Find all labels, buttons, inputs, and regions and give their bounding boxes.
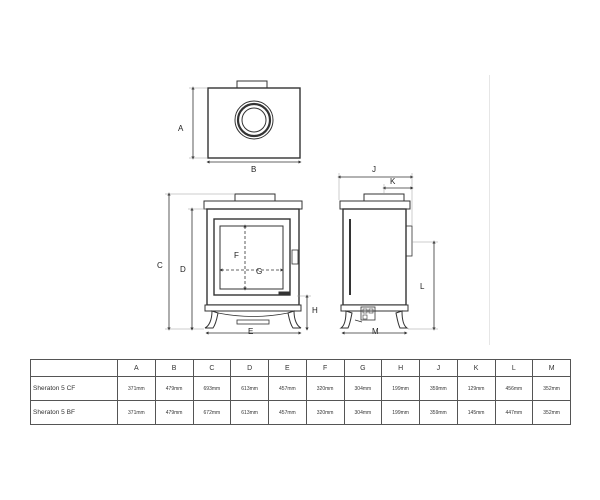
table-cell: 145mm (456, 400, 496, 425)
header-h: H (381, 359, 420, 377)
table-cell: 359mm (419, 400, 458, 425)
table-cell: 613mm (230, 400, 269, 425)
front-view (203, 193, 303, 329)
header-b: B (154, 359, 194, 377)
table-cell: 304mm (343, 376, 383, 401)
header-l: L (494, 359, 534, 377)
header-k: K (456, 359, 496, 377)
table-cell: 359mm (419, 376, 458, 401)
label-g: G (256, 267, 262, 276)
header-g: G (343, 359, 383, 377)
table-cell: 479mm (154, 400, 194, 425)
label-e: E (248, 327, 253, 336)
header-model (30, 359, 118, 377)
table-cell: 613mm (230, 376, 269, 401)
label-k: K (390, 177, 396, 186)
model-name: Sheraton 5 CF (30, 376, 118, 401)
table-cell: 129mm (456, 376, 496, 401)
table-cell: 457mm (268, 400, 307, 425)
dimension-l (408, 240, 438, 331)
page-divider (489, 75, 490, 345)
table-cell: 371mm (117, 400, 156, 425)
header-f: F (305, 359, 345, 377)
table-cell: 457mm (268, 376, 307, 401)
label-b: B (251, 165, 256, 174)
table-cell: 320mm (305, 376, 345, 401)
dimension-k (382, 184, 414, 193)
header-m: M (532, 359, 571, 377)
header-j: J (419, 359, 458, 377)
label-f: F (234, 251, 239, 260)
table-cell: 371mm (117, 376, 156, 401)
dimension-d (188, 207, 206, 331)
table-cell: 304mm (343, 400, 383, 425)
top-view (207, 80, 301, 159)
table-cell: 479mm (154, 376, 194, 401)
label-j: J (372, 165, 376, 174)
label-l: L (420, 282, 425, 291)
table-cell: 447mm (494, 400, 534, 425)
table-cell: 456mm (494, 376, 534, 401)
label-m: M (372, 327, 379, 336)
dimension-h (297, 294, 311, 331)
dimension-a (189, 86, 207, 160)
label-a: A (178, 124, 184, 133)
dimension-c (165, 192, 234, 331)
dimension-j (337, 173, 414, 226)
side-view (339, 193, 413, 329)
table-cell: 672mm (192, 400, 232, 425)
table-cell: 693mm (192, 376, 232, 401)
table-cell: 320mm (305, 400, 345, 425)
table-cell: 199mm (381, 400, 420, 425)
label-d: D (180, 265, 186, 274)
label-h: H (312, 306, 318, 315)
header-c: C (192, 359, 232, 377)
table-cell: 199mm (381, 376, 420, 401)
header-a: A (117, 359, 156, 377)
table-cell: 352mm (532, 400, 571, 425)
table-cell: 352mm (532, 376, 571, 401)
label-c: C (157, 261, 163, 270)
header-d: D (230, 359, 269, 377)
model-name: Sheraton 5 BF (30, 400, 118, 425)
header-e: E (268, 359, 307, 377)
